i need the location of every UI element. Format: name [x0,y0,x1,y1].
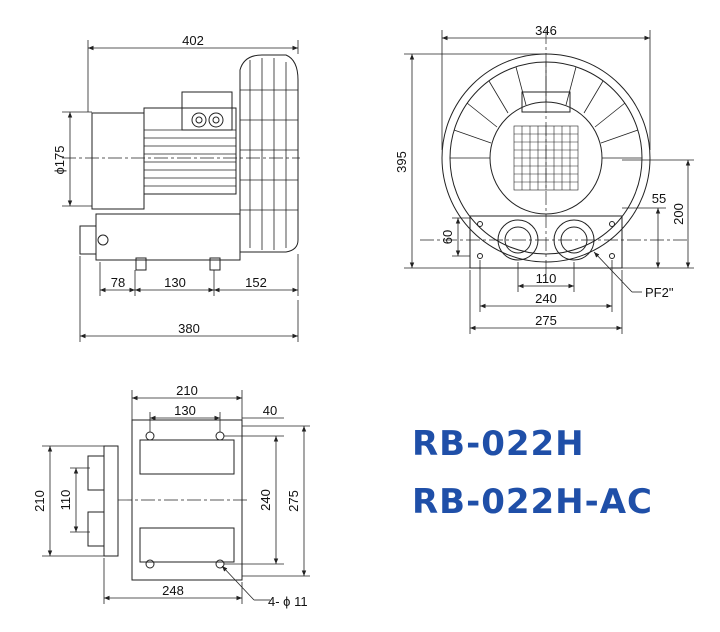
front-view-dimensions [404,30,694,334]
port-flange [103,445,119,557]
dim-port-spacing: 110 [536,271,557,286]
dim-foot-spacing: 130 [164,275,186,290]
base-view-dimensions [42,390,310,604]
dim-motor-diameter: ϕ175 [52,146,67,175]
dim-base-port-spacing: 110 [58,490,73,511]
dim-base-width-top: 210 [176,383,198,398]
base-view [87,419,250,581]
model-name-secondary: RB-022H-AC [412,482,654,522]
base-frame [95,213,241,261]
motor-fins [144,129,236,187]
dim-port-height: 60 [440,230,455,244]
dim-base-width: 275 [535,313,557,328]
mount-hole [145,431,155,441]
side-view [62,54,300,271]
dim-base-length: 380 [178,321,200,336]
dim-overall-depth: 275 [286,490,301,512]
blower-ribs [240,58,298,250]
dim-outlet-offset: 55 [652,191,666,206]
model-name-primary: RB-022H [412,424,585,464]
dim-blower-depth: 152 [245,275,267,290]
dim-base-depth: 210 [32,490,47,512]
terminal-box [181,91,233,131]
side-view-dimensions [62,40,299,342]
dim-edge-offset: 40 [263,403,277,418]
dim-base-length-bottom: 248 [162,583,184,598]
motor-housing [143,107,237,195]
hole-label: 4- ϕ 11 [268,594,308,609]
dim-overall-length: 402 [182,33,204,48]
dim-front-height: 395 [394,151,409,173]
dim-front-width: 346 [535,23,557,38]
thread-label: PF2" [645,285,674,300]
dim-foot-offset: 78 [111,275,125,290]
dim-hole-y-spacing: 240 [258,489,273,511]
dim-hole-spacing: 240 [535,291,557,306]
motor-body [91,112,145,210]
blower-housing [239,54,299,253]
dim-hole-x-spacing: 130 [174,403,196,418]
dim-outlet-height: 200 [671,203,686,225]
front-view [420,30,690,280]
